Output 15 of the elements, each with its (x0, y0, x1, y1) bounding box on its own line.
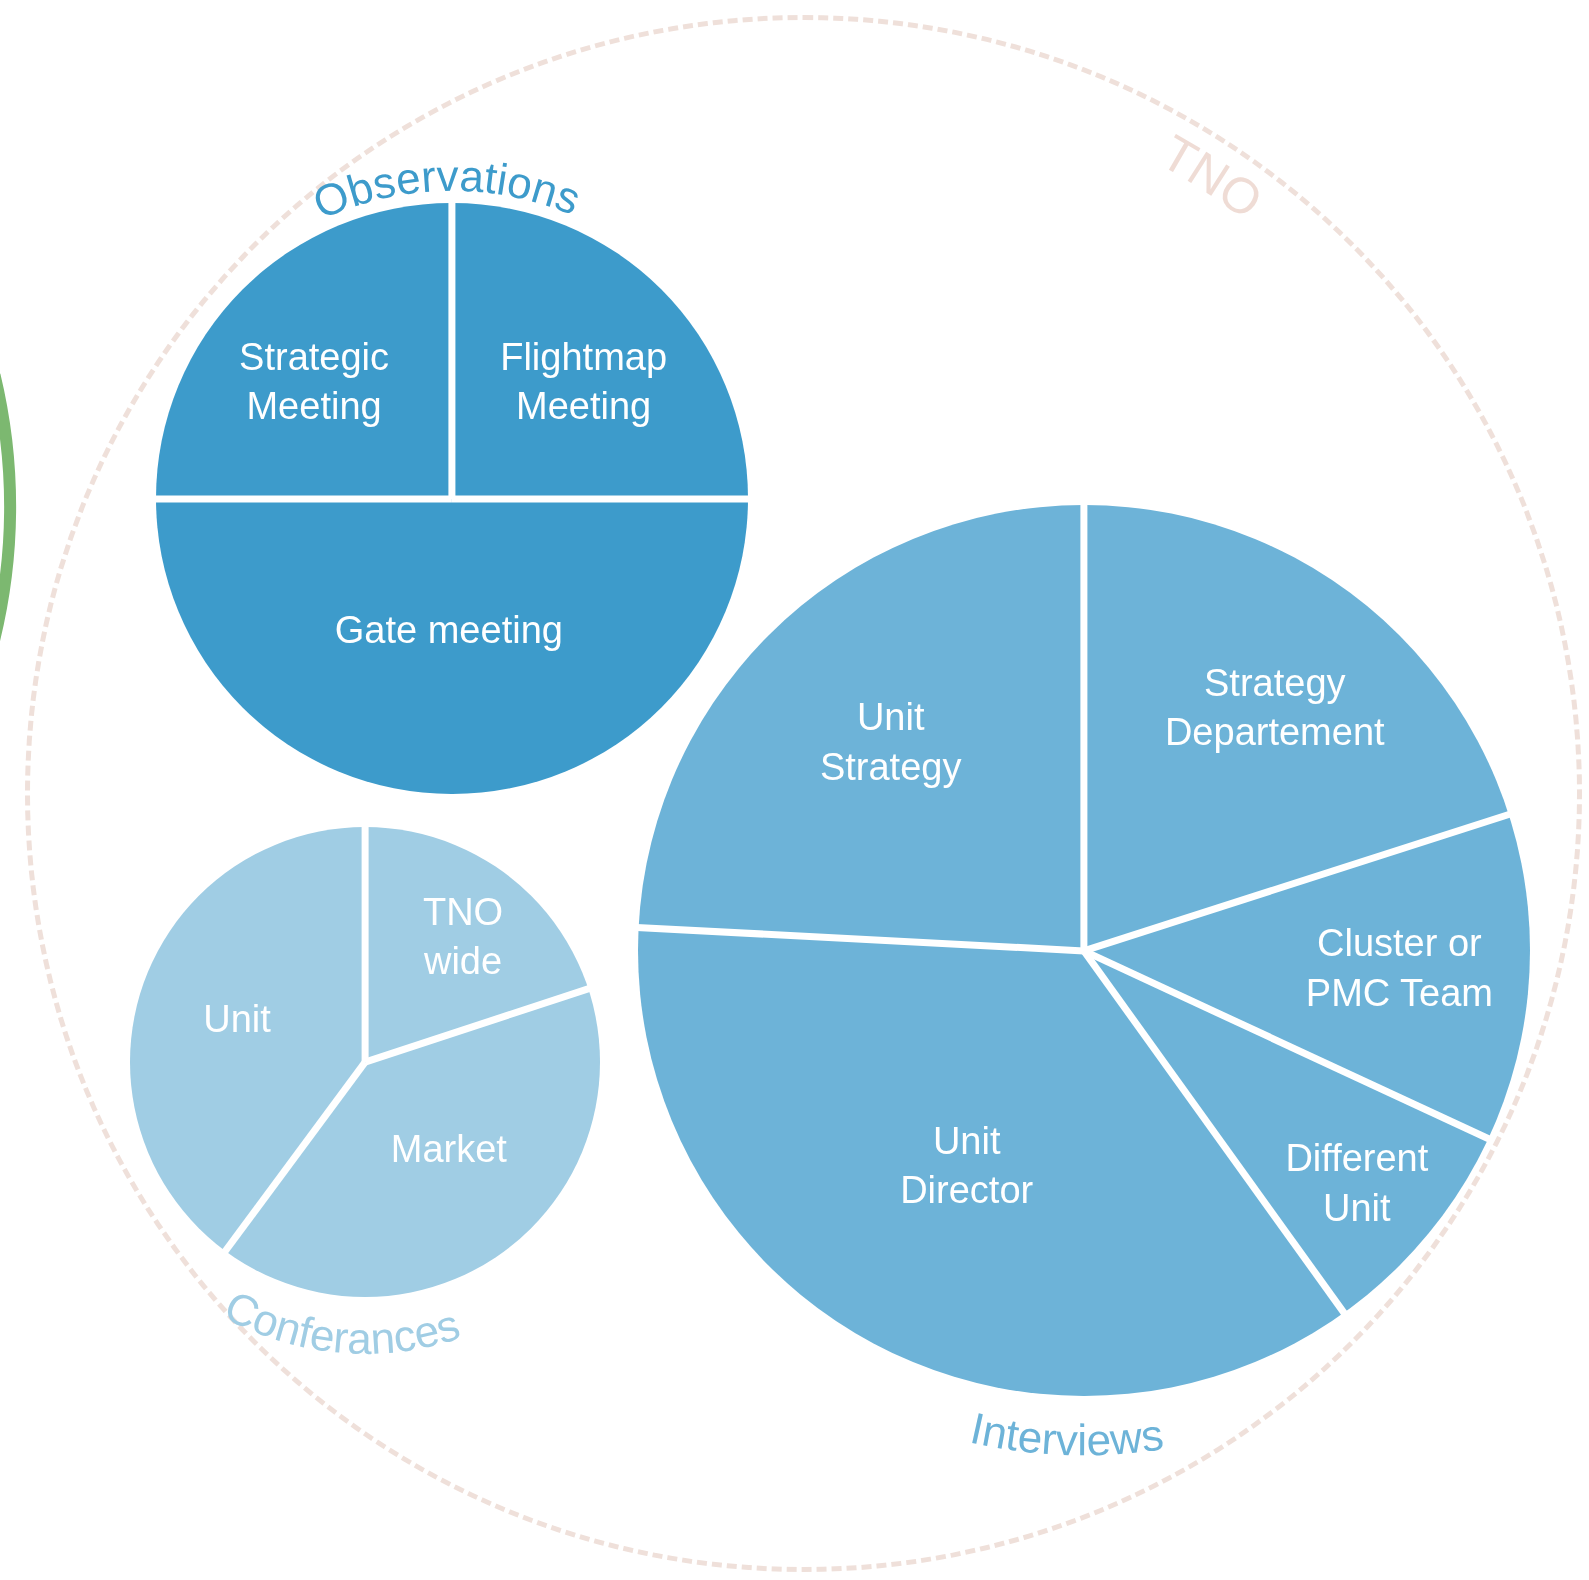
slice-label: Unit (177, 969, 298, 1070)
slice-label: TNO wide (408, 887, 519, 988)
slice-label: Strategic Meeting (214, 331, 415, 432)
curved-title: Observations (306, 150, 588, 228)
slice-label: Market (358, 1100, 539, 1201)
slice-label: Unit Director (876, 1116, 1057, 1217)
curved-title: Interviews (966, 1402, 1167, 1465)
slice-label: Strategy Departement (1134, 658, 1415, 759)
dashed-circle (25, 15, 1582, 1572)
slice-label: Flightmap Meeting (473, 331, 694, 432)
curved-title: Conferances (216, 1280, 465, 1363)
slice-label: Cluster or PMC Team (1284, 918, 1515, 1019)
slice-label: Gate meeting (298, 580, 599, 681)
slice-label: Unit Strategy (795, 692, 986, 793)
slice-label: Different Unit (1266, 1133, 1447, 1234)
